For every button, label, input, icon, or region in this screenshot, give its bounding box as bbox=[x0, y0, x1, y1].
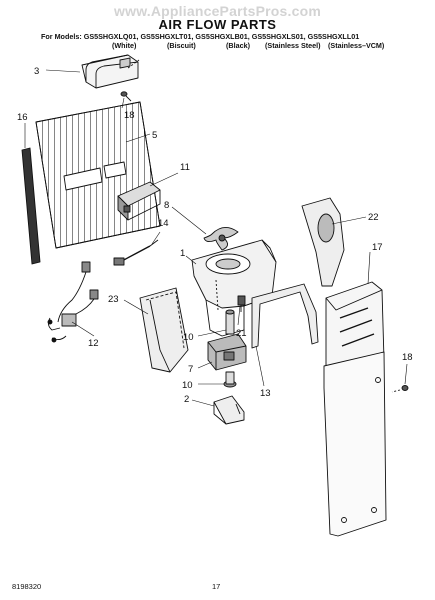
callout-18-right: 18 bbox=[402, 352, 413, 363]
page-number: 17 bbox=[212, 582, 221, 591]
callout-13: 13 bbox=[260, 388, 271, 399]
callout-5: 5 bbox=[152, 130, 157, 141]
page-title: AIR FLOW PARTS bbox=[158, 17, 277, 32]
callout-21: 21 bbox=[236, 328, 247, 339]
part-11-bracket bbox=[117, 181, 161, 221]
part-7-motor bbox=[207, 333, 247, 371]
part-17-rear-panel bbox=[323, 281, 387, 537]
part-21-clip bbox=[237, 295, 246, 312]
callout-11: 11 bbox=[180, 162, 190, 173]
part-3-top-cover bbox=[81, 54, 139, 89]
callout-18-top: 18 bbox=[124, 110, 135, 121]
callout-12: 12 bbox=[88, 338, 99, 349]
watermark: www.AppliancePartsPros.com bbox=[114, 3, 321, 19]
part-5-louver-panel bbox=[35, 101, 161, 249]
part-16-strip bbox=[21, 147, 41, 265]
part-2-motor-bracket bbox=[213, 395, 245, 425]
callout-10-upper: 10 bbox=[183, 332, 194, 343]
models-line: For Models: GS5SHGXLQ01, GS5SHGXLT01, GS… bbox=[41, 32, 360, 41]
part-22-duct bbox=[301, 197, 345, 287]
part-14-sensor bbox=[113, 239, 159, 266]
finish-white: (White) bbox=[112, 41, 137, 50]
part-10-grommet-upper bbox=[225, 309, 235, 335]
part-1-fan-housing bbox=[191, 239, 277, 337]
callout-14: 14 bbox=[158, 218, 169, 229]
callout-7: 7 bbox=[188, 364, 193, 375]
callout-23: 23 bbox=[108, 294, 119, 305]
callout-10-lower: 10 bbox=[182, 380, 193, 391]
finish-stainless-vcm: (Stainless–VCM) bbox=[328, 41, 385, 50]
finishes-row: (White) (Biscuit) (Black) (Stainless Ste… bbox=[0, 41, 435, 51]
part-8-fan-blade bbox=[203, 227, 239, 251]
callout-16: 16 bbox=[17, 112, 28, 123]
callout-3: 3 bbox=[34, 66, 39, 77]
callout-8: 8 bbox=[164, 200, 169, 211]
callout-1: 1 bbox=[180, 248, 185, 259]
leader-lines bbox=[24, 69, 408, 407]
part-12-wire-harness bbox=[47, 261, 99, 343]
callout-2: 2 bbox=[184, 394, 189, 405]
part-23-duct bbox=[139, 287, 189, 373]
finish-stainless-steel: (Stainless Steel) bbox=[265, 41, 321, 50]
doc-number: 8198320 bbox=[12, 582, 42, 591]
part-10-grommet-lower bbox=[223, 371, 237, 388]
callout-numbers: 3 18 16 5 11 8 14 22 17 1 23 12 10 21 7 … bbox=[17, 66, 413, 405]
part-18-screw-top bbox=[120, 91, 132, 102]
part-18-screw-right bbox=[391, 385, 409, 393]
finish-black: (Black) bbox=[226, 41, 250, 50]
callout-17: 17 bbox=[372, 242, 383, 253]
finish-biscuit: (Biscuit) bbox=[167, 41, 196, 50]
callout-22: 22 bbox=[368, 212, 379, 223]
